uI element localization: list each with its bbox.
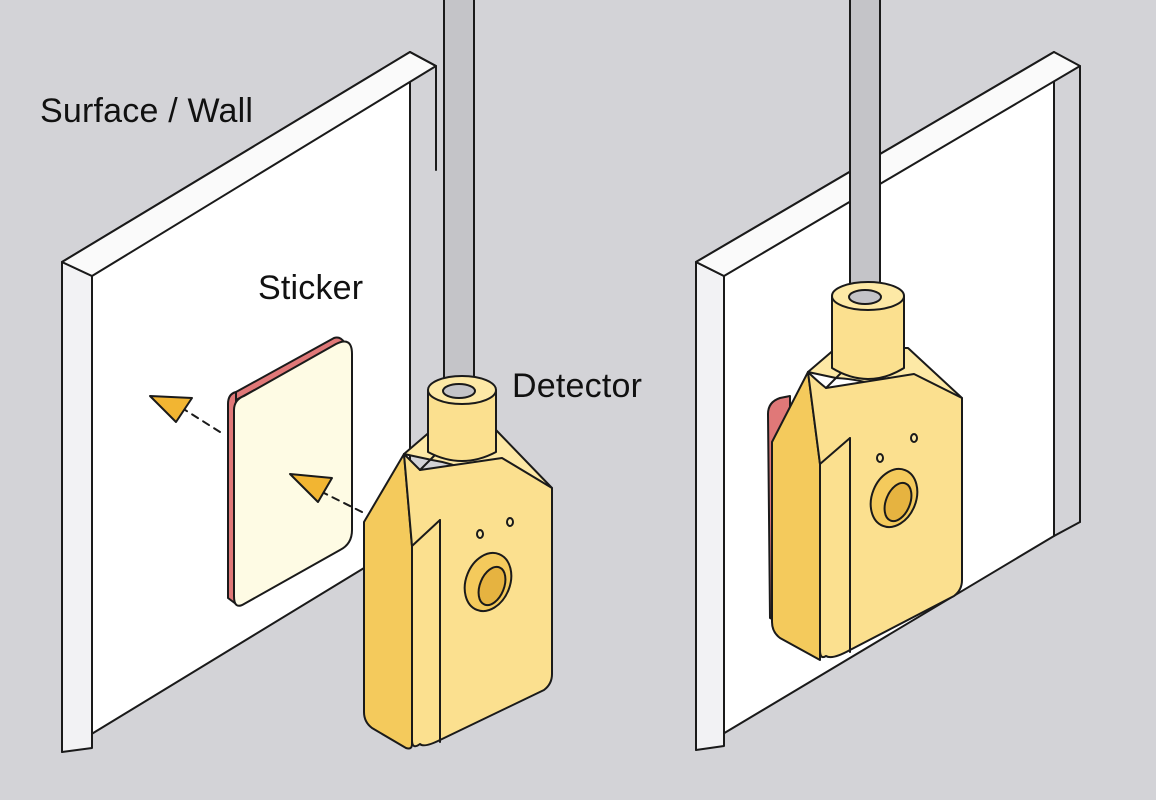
left-detector-led-2	[506, 517, 514, 527]
attach-arrows	[149, 395, 363, 513]
right-cable	[849, 0, 881, 291]
arrow-head-upper	[149, 395, 193, 423]
sticker	[227, 336, 353, 607]
label-detector: Detector	[512, 367, 643, 405]
right-detector-led-2	[910, 433, 918, 443]
left-wall-side	[61, 261, 93, 753]
right-detector-led-1	[876, 453, 884, 463]
left-cable	[443, 0, 475, 385]
arrow-head-lower	[289, 473, 333, 503]
label-surface-wall: Surface / Wall	[40, 92, 254, 130]
arrow-dash-lower	[321, 491, 363, 513]
arrow-dash-upper	[181, 407, 221, 433]
right-wall-side	[695, 261, 725, 751]
left-detector-led-1	[476, 529, 484, 539]
right-detector	[771, 281, 963, 661]
left-detector	[363, 375, 553, 750]
label-sticker: Sticker	[258, 269, 364, 307]
